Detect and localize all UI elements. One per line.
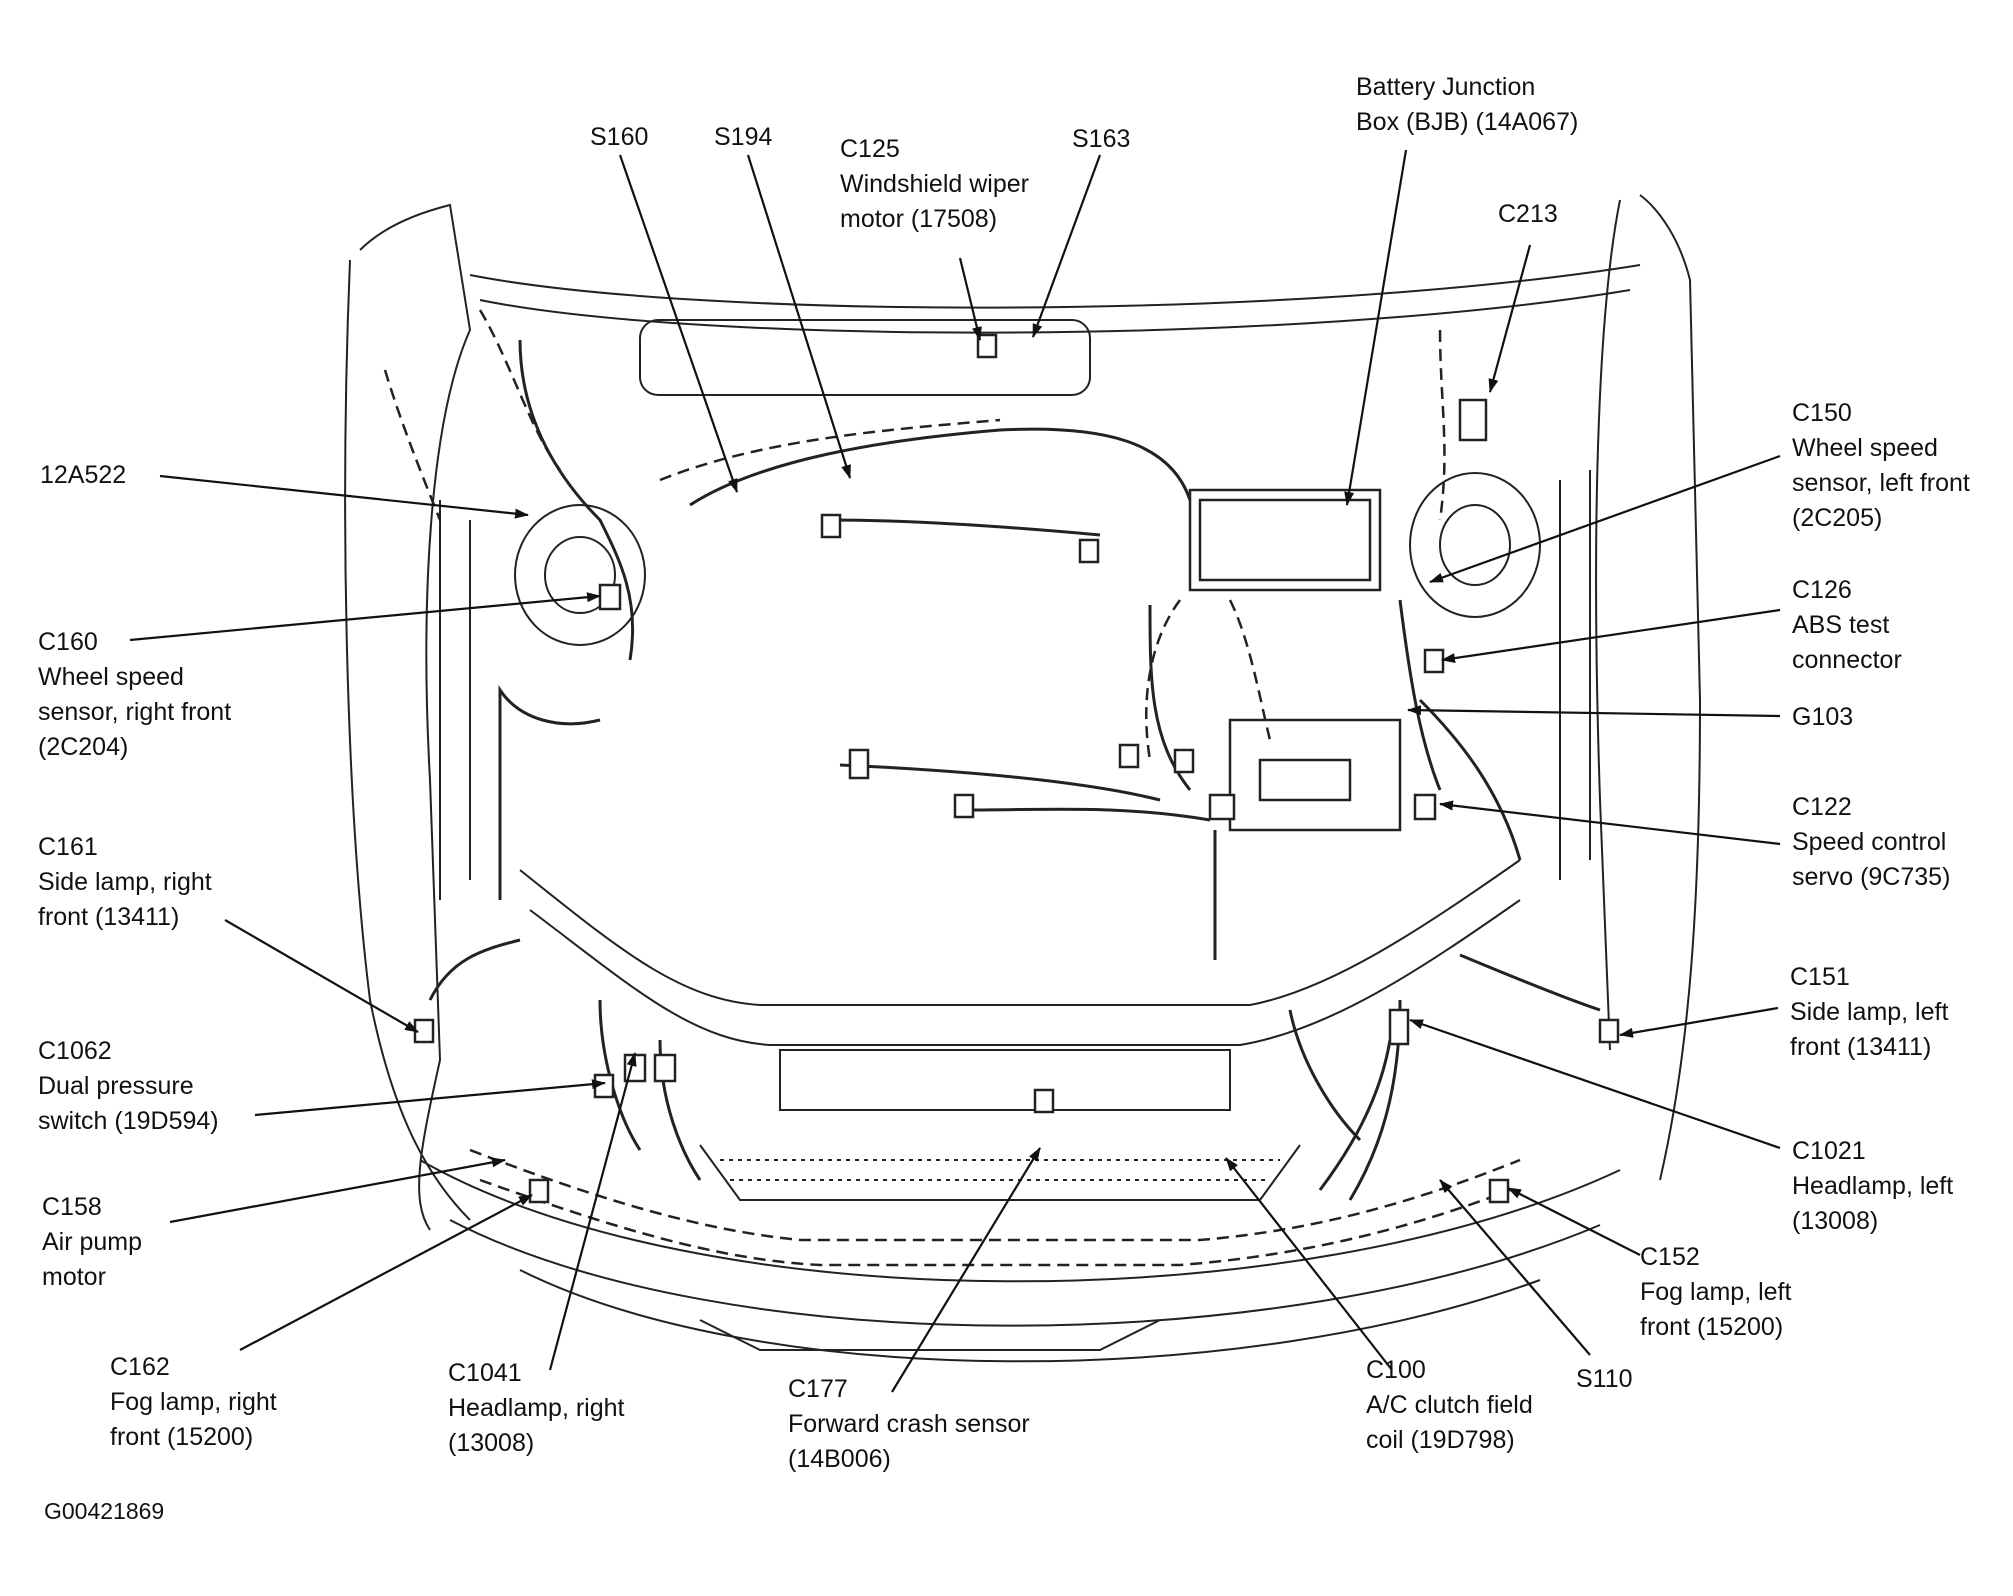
label-c122: C122 Speed control servo (9C735) xyxy=(1792,793,1951,891)
leader-c100 xyxy=(1225,1157,1393,1371)
wiring-harness xyxy=(428,339,1601,1201)
leader-12a522 xyxy=(159,474,529,519)
label-c100: C100 A/C clutch field coil (19D798) xyxy=(1366,1356,1533,1454)
label-c1041: C1041 Headlamp, right (13008) xyxy=(448,1359,625,1457)
leader-c125 xyxy=(958,257,982,341)
leader-s194 xyxy=(746,154,852,479)
leader-c150 xyxy=(1429,454,1781,584)
leader-c126 xyxy=(1441,608,1781,664)
battery-junction-box-shape xyxy=(1188,488,1402,832)
leader-c177 xyxy=(891,1147,1041,1393)
leader-c1041 xyxy=(548,1052,637,1371)
label-c152: C152 Fog lamp, left front (15200) xyxy=(1640,1243,1792,1341)
label-g103: G103 xyxy=(1792,703,1854,731)
leader-c213 xyxy=(1488,244,1532,393)
leader-c1062 xyxy=(254,1079,606,1117)
label-12a522: 12A522 xyxy=(40,461,127,489)
leader-c152 xyxy=(1507,1187,1641,1256)
label-c158: C158 Air pump motor xyxy=(42,1193,143,1291)
label-s194: S194 xyxy=(714,123,773,151)
label-c150: C150 Wheel speed sensor, left front (2C2… xyxy=(1792,399,1970,532)
leader-g103 xyxy=(1407,705,1781,718)
label-c1021: C1021 Headlamp, left (13008) xyxy=(1792,1137,1954,1235)
leader-s163 xyxy=(1031,154,1102,338)
label-c151: C151 Side lamp, left front (13411) xyxy=(1790,963,1949,1061)
leader-lines xyxy=(129,149,1781,1393)
label-bjb: Battery Junction Box (BJB) (14A067) xyxy=(1356,73,1579,136)
leader-c160 xyxy=(129,592,601,642)
label-c177: C177 Forward crash sensor (14B006) xyxy=(788,1375,1030,1473)
leader-c162 xyxy=(239,1194,533,1351)
label-c213: C213 xyxy=(1498,200,1558,228)
leader-s160 xyxy=(618,154,739,493)
label-c162: C162 Fog lamp, right front (15200) xyxy=(110,1353,277,1451)
label-c126: C126 ABS test connector xyxy=(1792,576,1902,674)
label-c161: C161 Side lamp, right front (13411) xyxy=(38,833,212,931)
connector-blocks xyxy=(413,333,1620,1204)
label-s163: S163 xyxy=(1072,125,1131,153)
leader-s110 xyxy=(1439,1179,1591,1356)
label-c160: C160 Wheel speed sensor, right front (2C… xyxy=(38,628,232,761)
leader-c161 xyxy=(224,919,419,1033)
vehicle-body xyxy=(344,194,1702,1363)
leader-c122 xyxy=(1439,800,1781,846)
label-s160: S160 xyxy=(590,123,649,151)
leader-c1021 xyxy=(1409,1018,1781,1150)
leader-c158 xyxy=(169,1157,506,1224)
leader-c151 xyxy=(1619,1006,1779,1038)
label-c1062: C1062 Dual pressure switch (19D594) xyxy=(38,1037,219,1135)
label-c125: C125 Windshield wiper motor (17508) xyxy=(840,135,1029,233)
label-s110: S110 xyxy=(1576,1365,1633,1393)
leader-bjb xyxy=(1344,149,1408,506)
figure-id: G00421869 xyxy=(44,1498,165,1524)
wiring-harness-dashed xyxy=(383,309,1521,1267)
